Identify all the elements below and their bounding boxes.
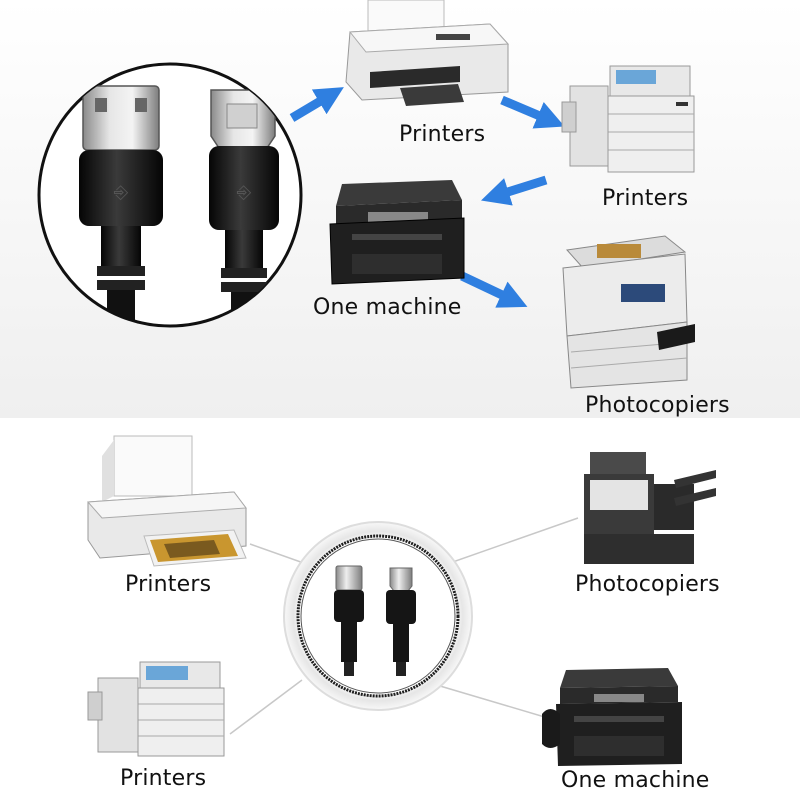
usb-a-connector-small: [334, 565, 364, 676]
arrow-to-one-machine: [481, 175, 548, 206]
label-printers-1: Printers: [399, 122, 486, 147]
office-printer-bottom: [87, 661, 225, 757]
inkjet-printer-bottom: [86, 435, 247, 567]
label-one-machine-top: One machine: [313, 295, 462, 320]
multifunction-machine-bottom: [542, 668, 682, 766]
label-photocopiers-top: Photocopiers: [585, 393, 730, 418]
svg-text:⎆: ⎆: [237, 182, 252, 203]
label-printers-bottom-left-top: Printers: [125, 572, 212, 597]
usb-cable-circle-top: ⎆ ⎆: [37, 62, 303, 328]
arrow-to-photocopiers: [460, 271, 528, 308]
office-printer-top: [561, 65, 695, 173]
label-photocopiers-bottom-right-top: Photocopiers: [575, 572, 720, 597]
svg-text:⎆: ⎆: [114, 182, 129, 203]
photocopier-bottom: [584, 452, 716, 564]
multifunction-machine-top: [329, 180, 465, 285]
label-one-machine-bottom-right: One machine: [561, 768, 710, 793]
arrow-to-printer: [289, 87, 344, 122]
flow-arrows: [289, 87, 565, 308]
usb-a-connector: ⎆: [79, 85, 163, 326]
usb-b-connector-small: [386, 567, 416, 676]
label-printers-bottom-left-bottom: Printers: [120, 766, 207, 791]
photocopier-top: [562, 235, 695, 389]
label-printers-2: Printers: [602, 186, 689, 211]
usb-cable-ring-bottom: [283, 521, 473, 711]
inkjet-printer-top: [345, 0, 510, 106]
arrow-to-printer-2: [500, 95, 565, 129]
